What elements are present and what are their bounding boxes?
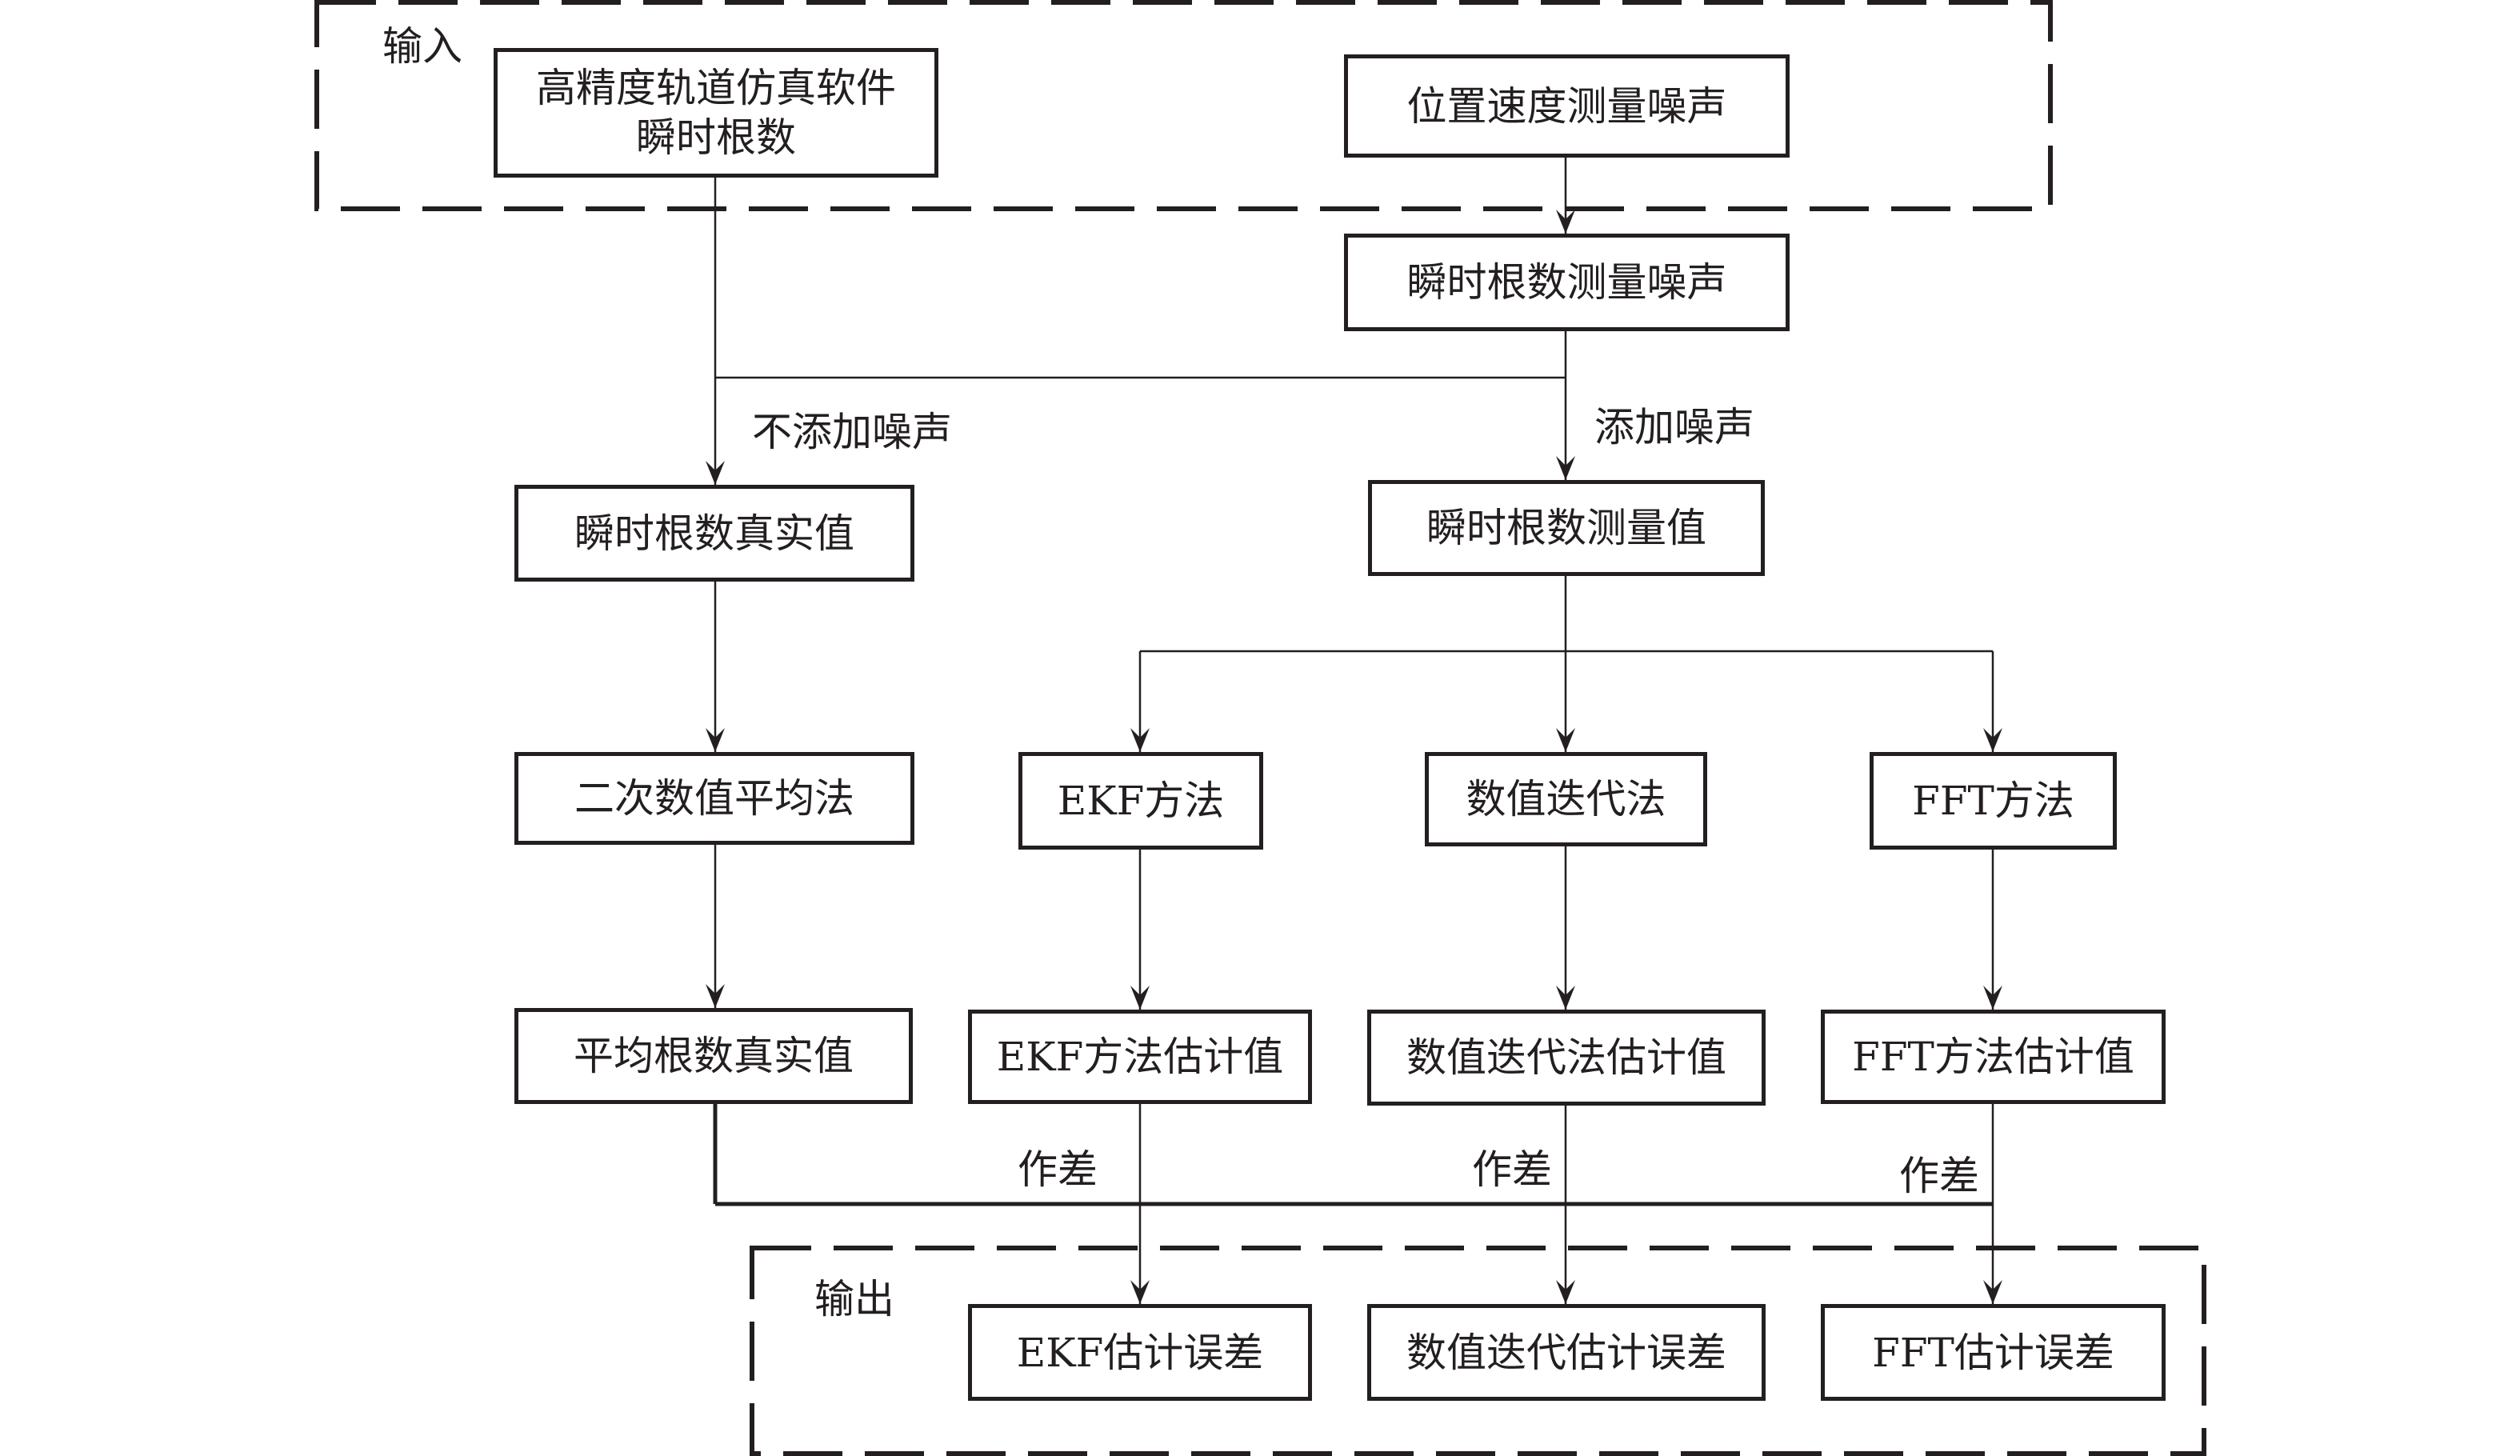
node-ekf-method: EKF方法 bbox=[1018, 752, 1263, 850]
node-iter-estimate: 数值迭代法估计值 bbox=[1367, 1010, 1766, 1106]
output-group-frame bbox=[750, 1246, 2206, 1456]
edge-label-diff-ekf: 作差 bbox=[1018, 1146, 1098, 1193]
arrow-head-truemean bbox=[706, 984, 725, 1008]
node-measured-instant: 瞬时根数测量值 bbox=[1368, 480, 1765, 576]
node-iter-error-label: 数值迭代估计误差 bbox=[1406, 1329, 1726, 1376]
node-true-instant: 瞬时根数真实值 bbox=[514, 485, 914, 582]
arrow-head-fft-method bbox=[1983, 728, 2002, 752]
arrow-head-iter-method bbox=[1556, 728, 1575, 752]
node-iter-method-label: 数值迭代法 bbox=[1466, 776, 1666, 822]
arrow-head-fft-error bbox=[1983, 1280, 2002, 1304]
node-iter-estimate-label: 数值迭代法估计值 bbox=[1406, 1034, 1726, 1081]
node-ekf-error-label: EKF估计误差 bbox=[1016, 1329, 1264, 1376]
input-group-frame bbox=[314, 0, 2053, 211]
arrow-head-measured bbox=[1556, 456, 1575, 480]
node-fft-estimate-label: FFT方法估计值 bbox=[1852, 1034, 2134, 1080]
node-true-mean: 平均根数真实值 bbox=[514, 1008, 913, 1104]
edge-label-add-noise: 添加噪声 bbox=[1594, 404, 1754, 450]
node-elem-meas-noise-label: 瞬时根数测量噪声 bbox=[1406, 259, 1727, 306]
output-group-title: 输出 bbox=[814, 1276, 894, 1322]
node-fft-estimate: FFT方法估计值 bbox=[1821, 1010, 2166, 1104]
arrow-head-iter-error bbox=[1556, 1280, 1575, 1304]
node-pos-vel-noise-label: 位置速度测量噪声 bbox=[1406, 82, 1727, 130]
arrow-head-ekf-estimate bbox=[1130, 986, 1150, 1010]
arrow-head-iter-estimate bbox=[1556, 986, 1575, 1010]
node-fft-method: FFT方法 bbox=[1870, 752, 2117, 850]
node-true-mean-label: 平均根数真实值 bbox=[574, 1033, 854, 1079]
node-quad-average: 二次数值平均法 bbox=[514, 752, 914, 845]
arrow-head-fft-estimate bbox=[1983, 986, 2002, 1010]
node-fft-error: FFT估计误差 bbox=[1821, 1304, 2166, 1401]
node-true-instant-label: 瞬时根数真实值 bbox=[574, 510, 854, 557]
node-ekf-estimate-label: EKF方法估计值 bbox=[996, 1034, 1284, 1080]
arrow-head-ekf-error bbox=[1130, 1280, 1150, 1304]
node-pos-vel-noise: 位置速度测量噪声 bbox=[1344, 54, 1790, 158]
node-sim-software-line1: 高精度轨道仿真软件 bbox=[536, 65, 896, 111]
node-sim-software: 高精度轨道仿真软件 瞬时根数 bbox=[494, 48, 938, 178]
edge-label-no-noise: 不添加噪声 bbox=[752, 409, 952, 455]
node-measured-instant-label: 瞬时根数测量值 bbox=[1426, 505, 1706, 551]
arrow-head-true-instant bbox=[706, 461, 725, 485]
node-ekf-method-label: EKF方法 bbox=[1057, 778, 1225, 824]
arrow-head-quad bbox=[706, 728, 725, 752]
node-sim-software-line2: 瞬时根数 bbox=[636, 114, 796, 161]
input-group-title: 输入 bbox=[382, 23, 462, 70]
node-iter-method: 数值迭代法 bbox=[1425, 752, 1707, 846]
edge-label-diff-iter: 作差 bbox=[1472, 1146, 1552, 1193]
arrow-head-elemnoise bbox=[1556, 210, 1575, 234]
node-fft-method-label: FFT方法 bbox=[1912, 778, 2074, 824]
node-ekf-estimate: EKF方法估计值 bbox=[968, 1010, 1312, 1104]
node-quad-average-label: 二次数值平均法 bbox=[574, 775, 854, 822]
node-fft-error-label: FFT估计误差 bbox=[1872, 1329, 2114, 1376]
node-ekf-error: EKF估计误差 bbox=[968, 1304, 1312, 1401]
edge-label-diff-fft: 作差 bbox=[1899, 1153, 1979, 1199]
node-iter-error: 数值迭代估计误差 bbox=[1367, 1304, 1766, 1401]
node-elem-meas-noise: 瞬时根数测量噪声 bbox=[1344, 234, 1790, 331]
arrow-head-ekf-method bbox=[1130, 728, 1150, 752]
